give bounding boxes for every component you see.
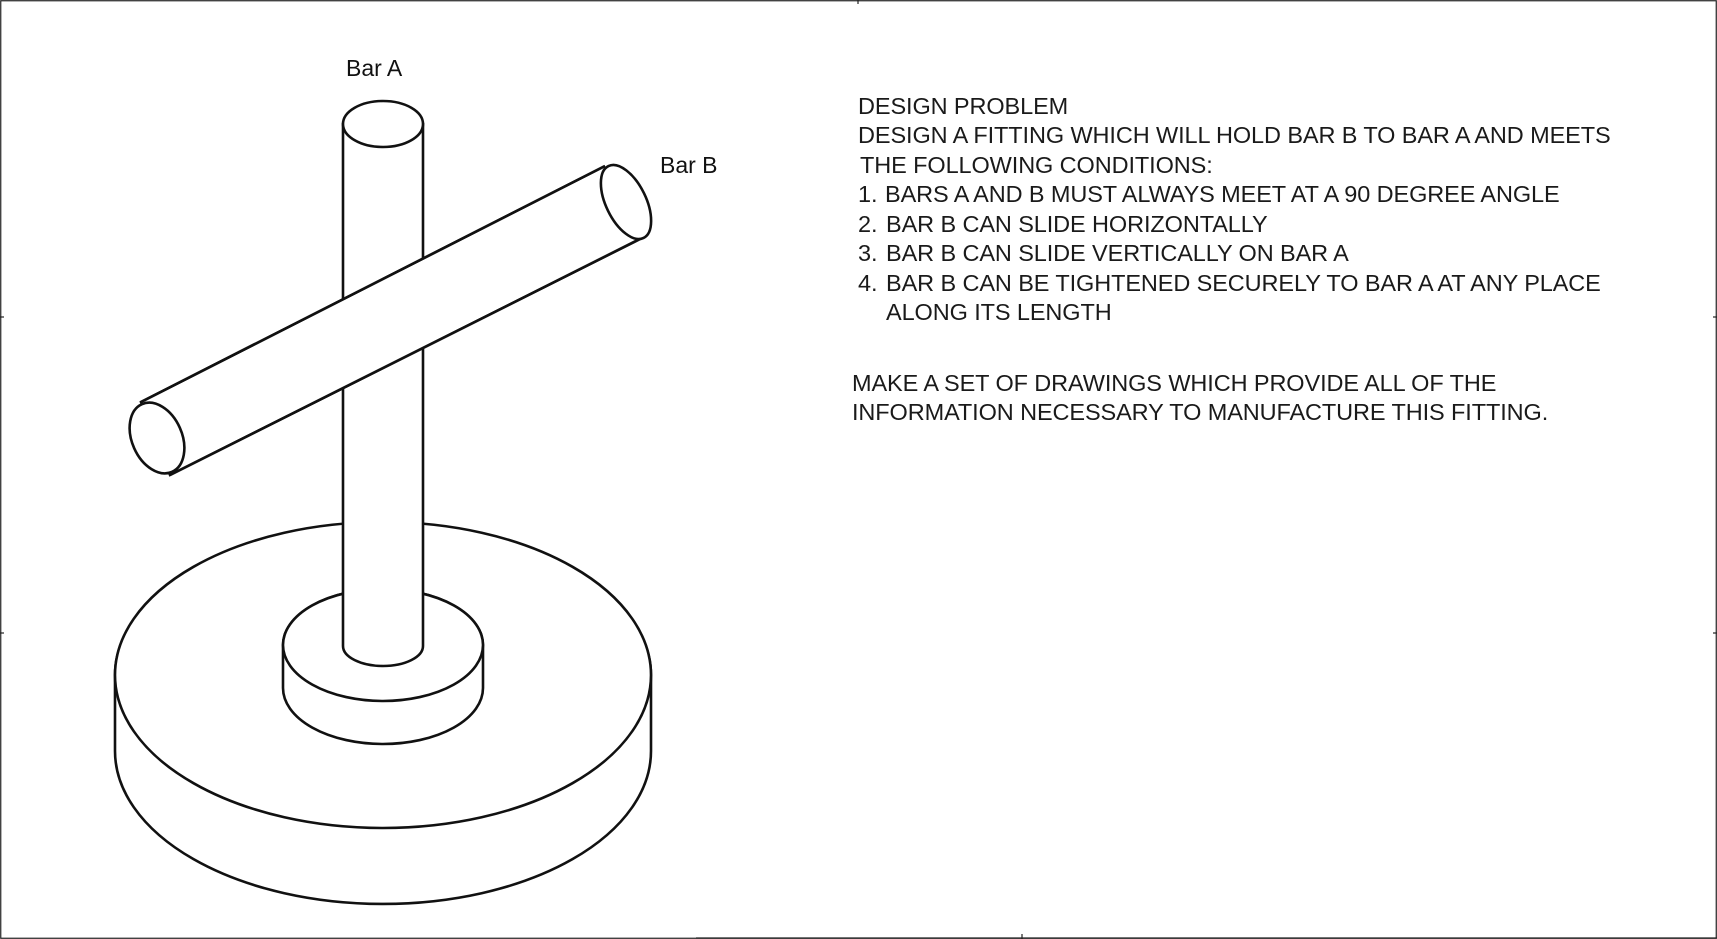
problem-intro-line-2: THE FOLLOWING CONDITIONS: (860, 152, 1213, 178)
condition-4-number: 4. (858, 270, 877, 296)
bar-b-label: Bar B (660, 152, 718, 178)
bar-b-far-end (599, 163, 653, 241)
condition-4-text-continued: ALONG ITS LENGTH (886, 299, 1112, 325)
bar-b-lower-edge (169, 236, 643, 477)
problem-intro-line-1: DESIGN A FITTING WHICH WILL HOLD BAR B T… (858, 122, 1611, 148)
problem-title: DESIGN PROBLEM (858, 93, 1068, 119)
condition-1-text: BARS A AND B MUST ALWAYS MEET AT A 90 DE… (885, 181, 1560, 207)
instruction-line-2: INFORMATION NECESSARY TO MANUFACTURE THI… (852, 399, 1548, 425)
design-problem-text: DESIGN PROBLEM DESIGN A FITTING WHICH WI… (852, 93, 1611, 425)
condition-2-number: 2. (858, 211, 877, 237)
isometric-drawing: Bar A Bar B (113, 55, 718, 906)
instruction-line-1: MAKE A SET OF DRAWINGS WHICH PROVIDE ALL… (852, 370, 1496, 396)
bar-a-body (341, 122, 425, 668)
bar-a-top-end (341, 99, 425, 149)
bar-a-label: Bar A (346, 55, 403, 81)
condition-1-number: 1. (858, 181, 877, 207)
bar-b-near-end (128, 401, 186, 475)
bar-b (128, 163, 653, 477)
condition-3-number: 3. (858, 240, 877, 266)
condition-4-text: BAR B CAN BE TIGHTENED SECURELY TO BAR A… (886, 270, 1601, 296)
bar-a (341, 99, 425, 668)
condition-3-text: BAR B CAN SLIDE VERTICALLY ON BAR A (886, 240, 1349, 266)
condition-2-text: BAR B CAN SLIDE HORIZONTALLY (886, 211, 1268, 237)
bar-b-upper-edge (140, 164, 606, 404)
